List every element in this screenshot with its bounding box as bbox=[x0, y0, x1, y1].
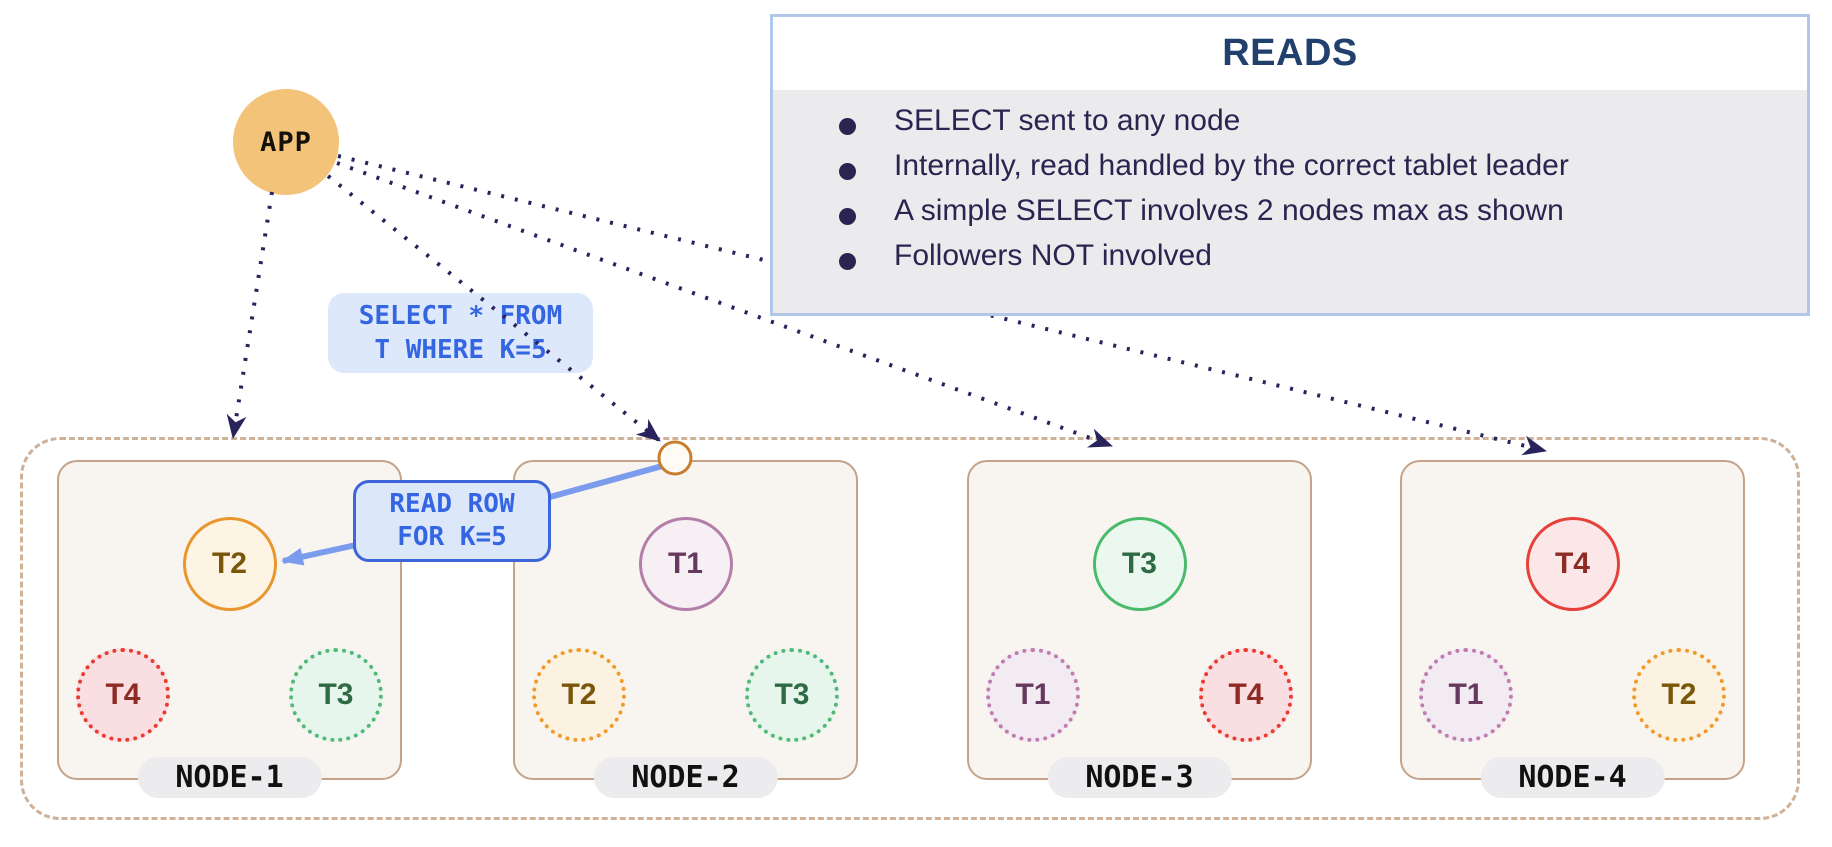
node-box-3: T3 T1 T4 NODE-3 bbox=[967, 460, 1312, 798]
bullet-dot-icon bbox=[839, 208, 856, 225]
node-label: NODE-2 bbox=[593, 757, 778, 798]
tablet-circle: T4 bbox=[76, 648, 170, 742]
bullet-dot-icon bbox=[839, 163, 856, 180]
reads-bullet-text: SELECT sent to any node bbox=[894, 104, 1241, 137]
tablet-circle: T4 bbox=[1525, 517, 1620, 611]
reads-bullet-text: Internally, read handled by the correct … bbox=[894, 149, 1569, 182]
reads-bullet-item: A simple SELECT involves 2 nodes max as … bbox=[839, 194, 1787, 239]
tablet-circle: T4 bbox=[1199, 648, 1293, 742]
node-label: NODE-4 bbox=[1480, 757, 1665, 798]
reads-bullet-item: SELECT sent to any node bbox=[839, 104, 1787, 149]
reads-panel-title: READS bbox=[773, 17, 1807, 90]
reads-bullet-item: Internally, read handled by the correct … bbox=[839, 149, 1787, 194]
tablet-label: T2 bbox=[1661, 678, 1697, 711]
tablet-circle: T2 bbox=[532, 648, 626, 742]
reads-bullet-list: SELECT sent to any node Internally, read… bbox=[773, 90, 1807, 284]
bullet-dot-icon bbox=[839, 253, 856, 270]
read-row-line2: FOR K=5 bbox=[397, 522, 507, 552]
select-query-line1: SELECT * FROM bbox=[358, 301, 563, 331]
node-box-1: T2 T4 T3 NODE-1 bbox=[57, 460, 402, 798]
bullet-dot-icon bbox=[839, 118, 856, 135]
tablet-circle: T2 bbox=[182, 517, 277, 611]
tablet-label: T1 bbox=[667, 547, 703, 580]
node-label: NODE-1 bbox=[137, 757, 322, 798]
node-box-4: T4 T1 T2 NODE-4 bbox=[1400, 460, 1745, 798]
tablet-label: T1 bbox=[1448, 678, 1484, 711]
reads-bullet-item: Followers NOT involved bbox=[839, 239, 1787, 284]
tablet-label: T4 bbox=[105, 678, 141, 711]
tablet-label: T4 bbox=[1554, 547, 1590, 580]
tablet-label: T1 bbox=[1015, 678, 1051, 711]
node-box-2: T1 T2 T3 NODE-2 bbox=[513, 460, 858, 798]
tablet-circle: T3 bbox=[1092, 517, 1187, 611]
select-query-label: SELECT * FROM T WHERE K=5 bbox=[328, 293, 593, 373]
tablet-circle: T1 bbox=[638, 517, 733, 611]
read-row-line1: READ ROW bbox=[389, 489, 515, 519]
tablet-circle: T2 bbox=[1632, 648, 1726, 742]
tablet-label: T3 bbox=[318, 678, 354, 711]
app-circle: APP bbox=[233, 89, 339, 195]
tablet-label: T4 bbox=[1228, 678, 1264, 711]
tablet-label: T2 bbox=[211, 547, 247, 580]
read-row-label: READ ROW FOR K=5 bbox=[353, 480, 551, 562]
tablet-label: T2 bbox=[561, 678, 597, 711]
tablet-circle: T3 bbox=[745, 648, 839, 742]
arrow-app-to-node1 bbox=[226, 191, 274, 439]
app-label: APP bbox=[260, 126, 312, 158]
tablet-label: T3 bbox=[774, 678, 810, 711]
tablet-circle: T1 bbox=[1419, 648, 1513, 742]
node-label: NODE-3 bbox=[1047, 757, 1232, 798]
tablet-circle: T3 bbox=[289, 648, 383, 742]
reads-bullet-text: A simple SELECT involves 2 nodes max as … bbox=[894, 194, 1564, 227]
reads-bullet-text: Followers NOT involved bbox=[894, 239, 1212, 272]
tablet-label: T3 bbox=[1121, 547, 1157, 580]
select-query-line2: T WHERE K=5 bbox=[374, 335, 547, 365]
reads-panel: READS SELECT sent to any node Internally… bbox=[770, 14, 1810, 316]
tablet-circle: T1 bbox=[986, 648, 1080, 742]
